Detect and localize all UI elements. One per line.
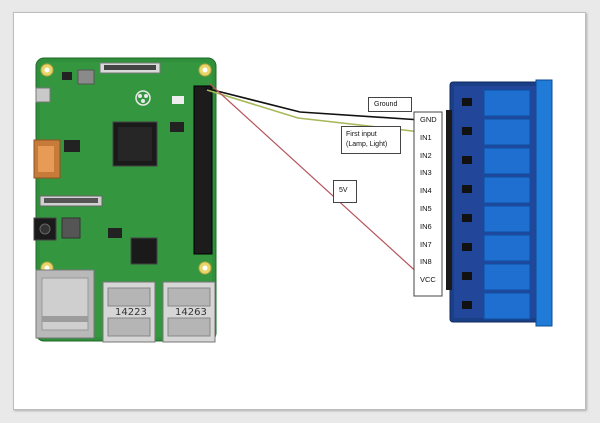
- ethernet-port-icon: [35, 269, 95, 339]
- raspberry-pi-board: [33, 57, 217, 343]
- raspberry-logo-icon: [135, 90, 151, 106]
- relay-transistor-8: [462, 301, 472, 309]
- relay-pin-vcc: VCC: [420, 275, 436, 285]
- wire-ground: [204, 87, 422, 121]
- usb-right-number: 14263: [175, 307, 207, 318]
- relay-pin-in2: IN2: [420, 150, 432, 160]
- first-input-label-line2: (Lamp, Light): [346, 141, 388, 148]
- relay-module: [446, 79, 553, 327]
- ground-label-box: Ground: [368, 97, 412, 112]
- relay-pin-in6: IN6: [420, 221, 432, 231]
- five-v-label-box: 5V: [333, 180, 357, 203]
- wire-5v: [209, 83, 422, 277]
- relay-transistor-3: [462, 156, 472, 164]
- relay-transistor-5: [462, 214, 472, 222]
- first-input-label-line1: First input: [346, 131, 377, 138]
- five-v-label: 5V: [339, 187, 348, 194]
- relay-pin-in1: IN1: [420, 132, 432, 142]
- relay-pin-in5: IN5: [420, 204, 432, 213]
- relay-6: [483, 234, 531, 262]
- relay-7: [483, 263, 531, 291]
- relay-pin-gnd: GND: [420, 115, 437, 124]
- relay-2: [483, 118, 531, 146]
- relay-pin-in8: IN8: [420, 257, 432, 267]
- relay-1: [483, 89, 531, 117]
- usb-port-right-icon: [162, 281, 216, 343]
- gpio-header: [193, 85, 213, 255]
- relay-blocks: [462, 89, 531, 320]
- first-input-label-box: First input (Lamp, Light): [341, 126, 401, 154]
- hdmi-port-icon: [33, 139, 61, 179]
- ground-label: Ground: [374, 101, 398, 108]
- relay-transistor-7: [462, 272, 472, 280]
- relay-transistor-4: [462, 185, 472, 193]
- relay-4: [483, 176, 531, 204]
- usb-port-left-icon: [102, 281, 156, 343]
- audio-jack-icon: [33, 217, 57, 241]
- relay-pin-in4: IN4: [420, 186, 432, 196]
- relay-transistor-6: [462, 243, 472, 251]
- relay-5: [483, 205, 531, 233]
- relay-transistor-2: [462, 127, 472, 135]
- usb-left-number: 14223: [115, 307, 147, 318]
- relay-3: [483, 147, 531, 175]
- relay-8: [483, 292, 531, 320]
- relay-pin-box: [413, 111, 443, 297]
- relay-pin-in3: IN3: [420, 168, 432, 178]
- wires: [204, 83, 422, 277]
- relay-transistor-1: [462, 98, 472, 106]
- relay-pin-in7: IN7: [420, 239, 432, 249]
